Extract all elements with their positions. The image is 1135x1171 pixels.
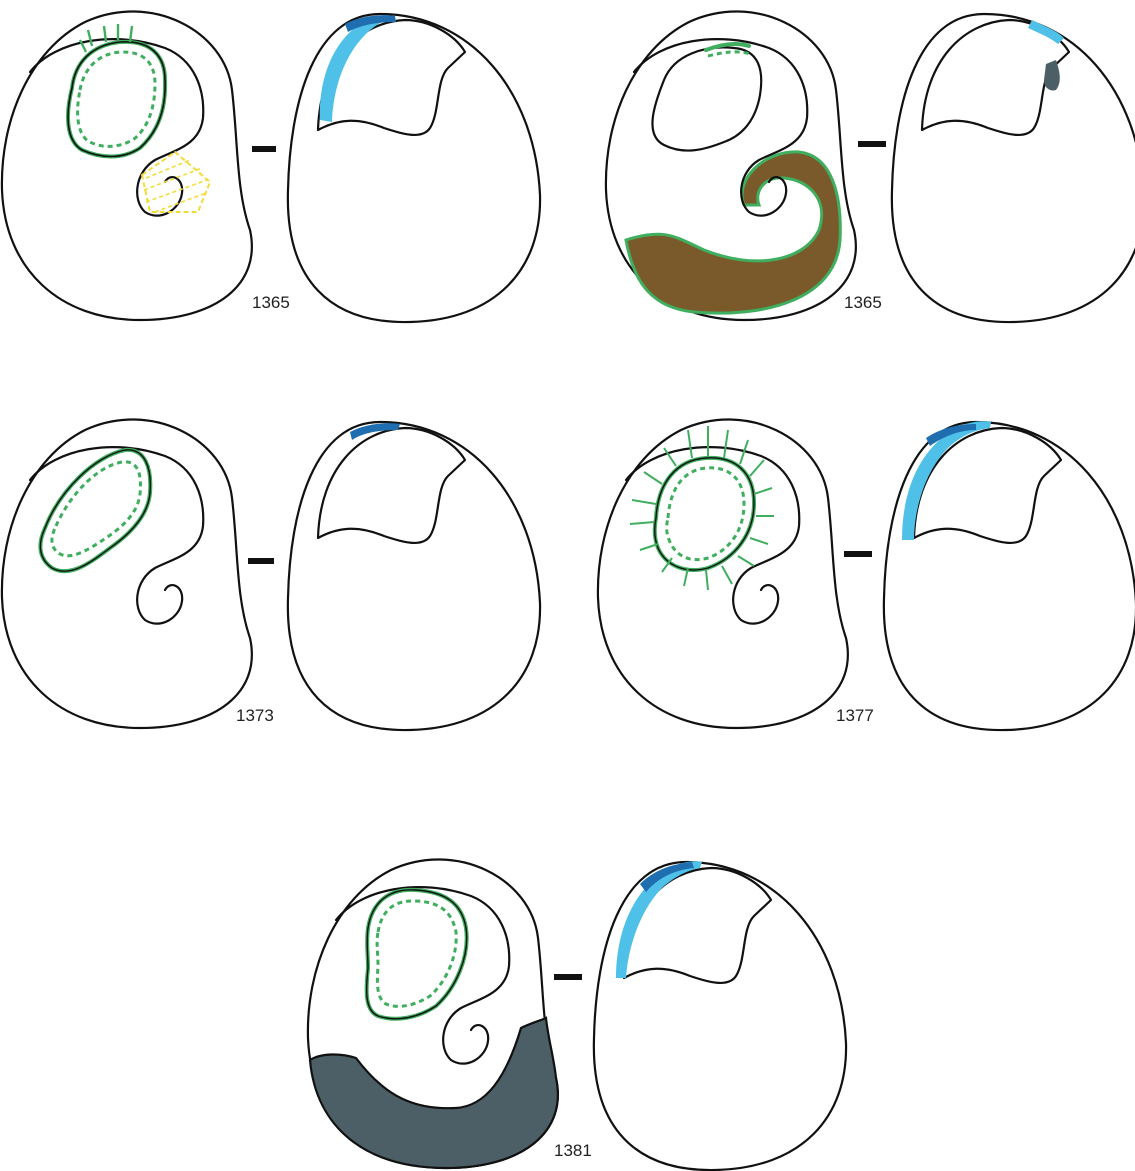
- section-right-2: [892, 14, 1135, 322]
- separator-dash: [858, 141, 886, 147]
- panel-5: 1381: [308, 860, 846, 1171]
- panel-1: 1365: [2, 12, 540, 323]
- section-left-4: [598, 420, 848, 728]
- section-left-2: [606, 12, 856, 320]
- section-left-5: [308, 860, 558, 1168]
- panel-label: 1373: [236, 706, 274, 725]
- panel-label: 1381: [554, 1141, 592, 1160]
- section-right-1: [288, 14, 540, 322]
- panel-label: 1365: [252, 293, 290, 312]
- panel-label: 1365: [844, 293, 882, 312]
- panel-label: 1377: [836, 706, 874, 725]
- section-left-3: [2, 420, 252, 728]
- section-left-1: [2, 12, 252, 320]
- separator-dash: [248, 558, 274, 564]
- section-right-5: [594, 861, 846, 1170]
- section-right-3: [288, 422, 540, 730]
- separator-dash: [554, 974, 582, 980]
- section-right-4: [884, 421, 1135, 730]
- panel-3: 1373: [2, 420, 540, 731]
- separator-dash: [844, 551, 872, 557]
- separator-dash: [252, 146, 276, 152]
- panel-2: 1365: [606, 12, 1135, 323]
- slate-spot: [1044, 60, 1060, 91]
- panel-4: 1377: [598, 420, 1135, 731]
